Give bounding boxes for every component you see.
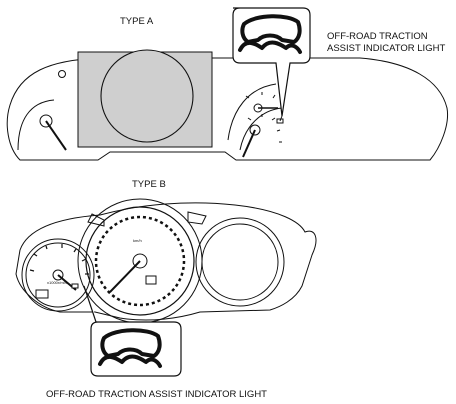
type-b-indicator-light xyxy=(72,284,78,288)
type-b-speedometer xyxy=(78,199,202,323)
type-a-indicator-dot xyxy=(59,71,66,78)
type-b-callout-box xyxy=(84,286,181,376)
type-b-speed-unit: km/h xyxy=(133,238,142,243)
type-b-callout-label: OFF-ROAD TRACTION ASSIST INDICATOR LIGHT xyxy=(46,389,267,400)
type-b-right-gauge xyxy=(196,218,284,306)
off-road-traction-assist-icon-b xyxy=(100,330,160,366)
off-road-traction-assist-icon xyxy=(240,16,300,52)
type-b-tacho-unit: x1000r/min xyxy=(47,280,67,285)
type-a-callout-leader xyxy=(280,116,282,121)
type-a-left-gauge xyxy=(18,100,66,150)
type-a-title: TYPE A xyxy=(120,16,154,27)
type-a-callout-label-2: ASSIST INDICATOR LIGHT xyxy=(327,43,446,54)
type-a-center-circle xyxy=(101,50,193,142)
type-b-title: TYPE B xyxy=(132,179,166,190)
type-a-right-gauges xyxy=(228,84,283,157)
type-b-housing-outline xyxy=(16,203,316,320)
type-a-cluster xyxy=(7,50,447,160)
type-b-cluster xyxy=(16,199,316,323)
type-a-housing-outline xyxy=(7,58,447,160)
type-b-tachometer xyxy=(22,239,94,311)
type-a-callout-label-1: OFF-ROAD TRACTION xyxy=(327,31,428,42)
